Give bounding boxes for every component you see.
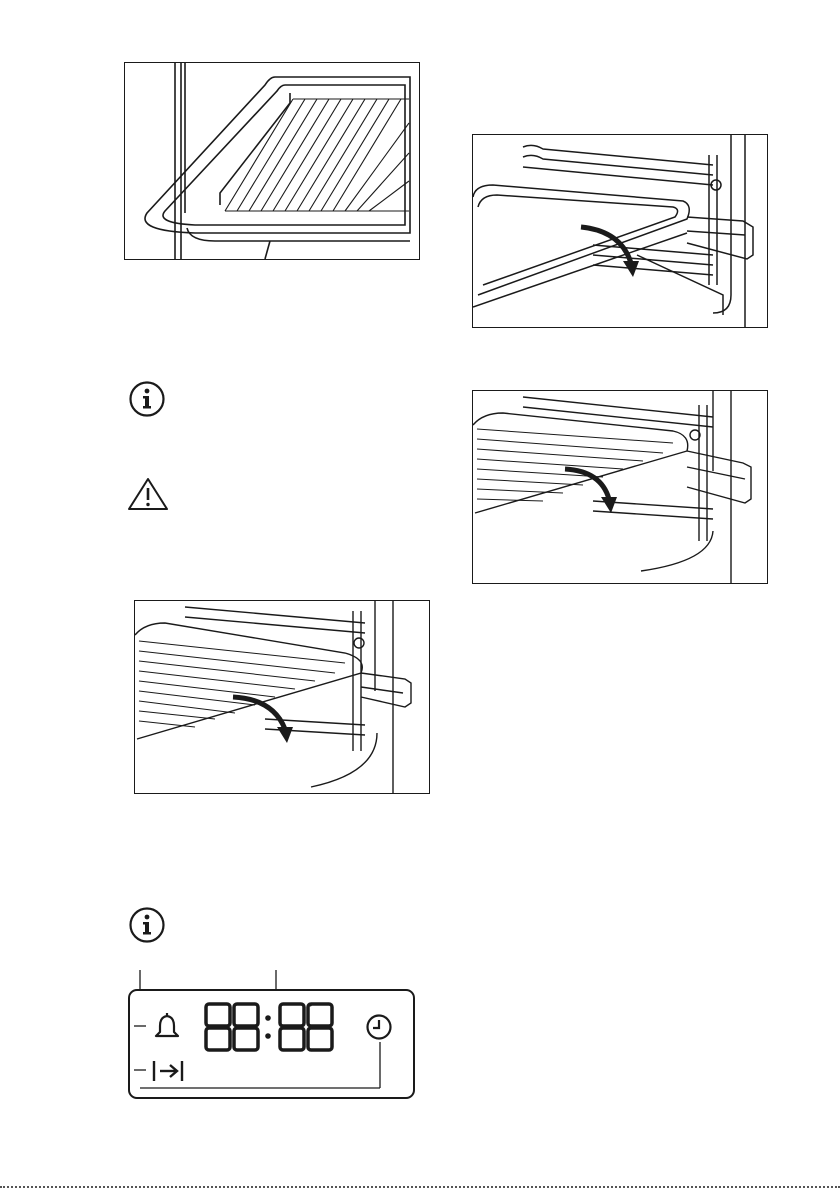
display-diagram <box>126 970 418 1102</box>
figure-tray-in-oven <box>124 62 420 260</box>
warning-triangle-icon <box>127 476 169 512</box>
figure-wire-shelf-insert-left <box>134 600 430 794</box>
clock-icon <box>364 1012 394 1042</box>
bell-icon <box>152 1012 182 1042</box>
page-footer-rule <box>0 1186 840 1188</box>
display-digits <box>204 1002 338 1054</box>
info-icon <box>128 380 166 418</box>
figure-wire-shelf-insert-right <box>472 390 768 584</box>
figure-deep-pan-insert <box>472 134 768 328</box>
end-arrow-icon <box>152 1058 186 1084</box>
info-icon <box>128 906 166 944</box>
